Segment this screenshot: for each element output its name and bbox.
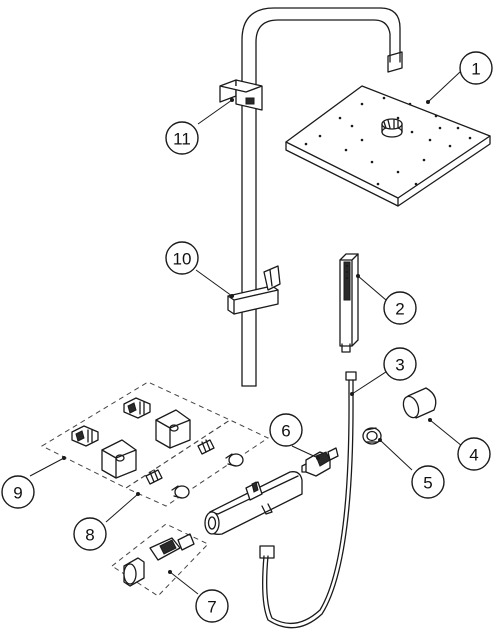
callout-2: 2 <box>383 291 417 325</box>
callout-5-label: 5 <box>423 474 432 493</box>
fitting-nut-upper <box>225 453 244 467</box>
callout-10-label: 10 <box>173 250 192 269</box>
thermostatic-cartridge <box>301 447 339 477</box>
square-escutcheon-lower <box>101 439 137 479</box>
callout-4: 4 <box>457 437 491 471</box>
callout-9: 9 <box>1 475 35 509</box>
connector-nut <box>362 427 382 445</box>
callout-9-label: 9 <box>13 484 22 503</box>
shower-hose <box>259 371 357 629</box>
hand-shower <box>339 253 359 353</box>
fitting-pipe-upper <box>197 439 215 455</box>
callout-8-label: 8 <box>85 526 94 545</box>
callout-4-label: 4 <box>469 446 478 465</box>
callout-11-label: 11 <box>173 130 191 149</box>
callout-3: 3 <box>383 347 417 381</box>
square-escutcheon-upper <box>155 409 191 449</box>
callout-3-label: 3 <box>395 356 404 375</box>
callout-2-label: 2 <box>395 300 404 319</box>
riser-pipe <box>241 7 403 387</box>
s-union-upper <box>123 397 151 419</box>
leader-lines <box>29 71 463 595</box>
wall-elbow <box>402 387 437 419</box>
thermostatic-mixer-body <box>204 471 303 535</box>
callout-8: 8 <box>73 517 107 551</box>
control-knob <box>123 557 145 587</box>
upper-wall-bracket <box>219 79 263 111</box>
wall-connectors-group <box>40 381 232 489</box>
fitting-nut-lower <box>171 485 190 499</box>
callout-10: 10 <box>165 241 199 275</box>
fitting-pipe-lower <box>145 469 163 485</box>
callout-7-label: 7 <box>207 598 216 617</box>
shower-head-nozzles <box>304 96 472 186</box>
shower-head-connector <box>381 118 403 138</box>
callout-1-label: 1 <box>471 60 480 79</box>
callout-7: 7 <box>195 589 229 623</box>
s-union-lower <box>71 425 99 447</box>
callout-5: 5 <box>411 465 445 499</box>
control-handle-group <box>111 523 209 597</box>
overhead-shower-head <box>285 85 491 207</box>
flow-cartridge <box>149 533 195 574</box>
fittings-group <box>124 419 270 507</box>
callout-6-label: 6 <box>281 422 290 441</box>
callout-11: 11 <box>165 121 199 155</box>
slider-bracket <box>227 265 281 315</box>
callout-6: 6 <box>269 413 303 447</box>
callout-1: 1 <box>459 51 493 85</box>
